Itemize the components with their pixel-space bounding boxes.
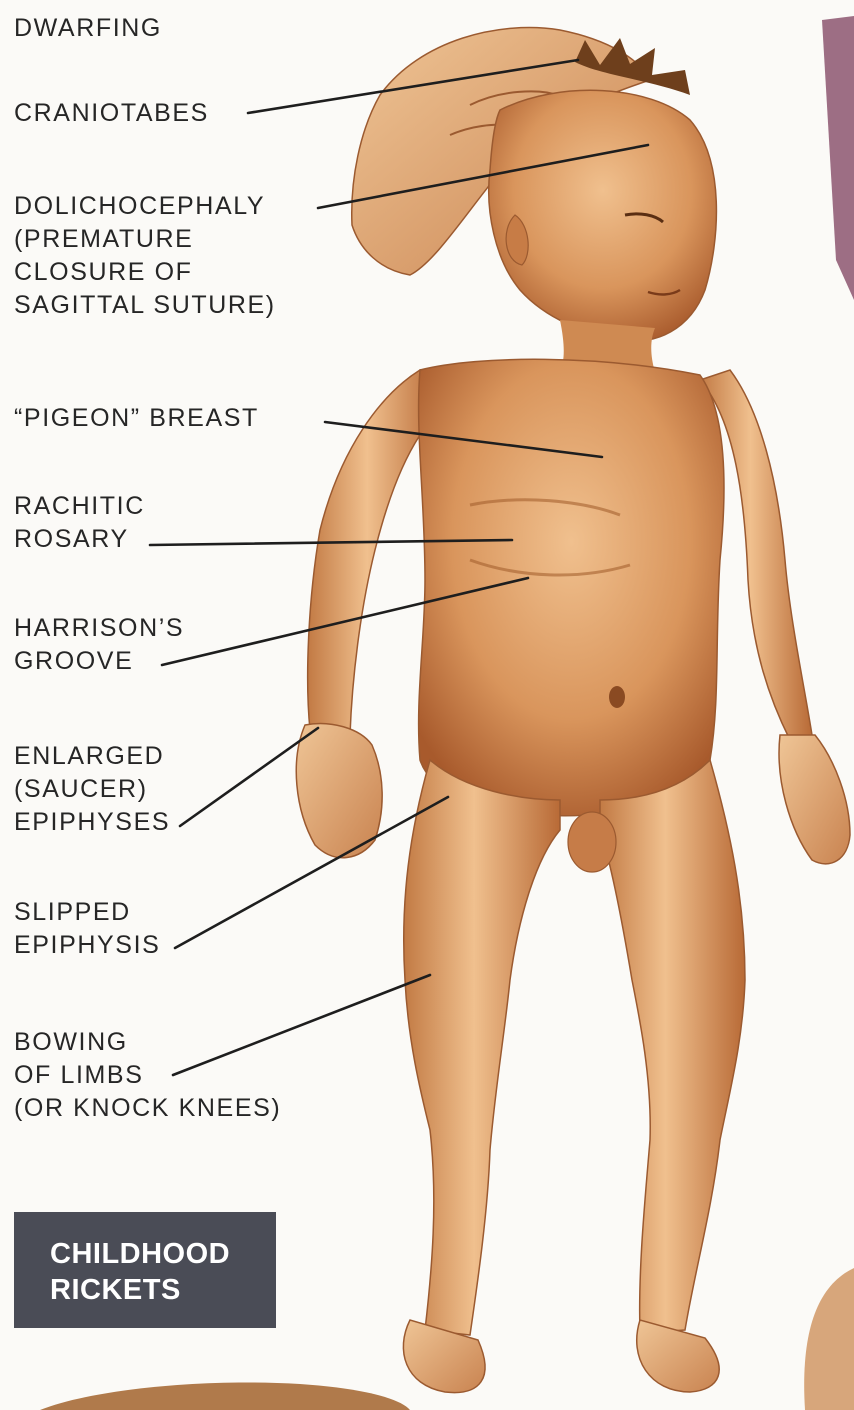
label-rachitic-rosary: RACHITIC ROSARY xyxy=(14,490,145,556)
figure-title: CHILDHOOD RICKETS xyxy=(50,1236,230,1308)
label-pigeon-breast: “PIGEON” BREAST xyxy=(14,402,259,435)
label-dolichocephaly: DOLICHOCEPHALY (PREMATURE CLOSURE OF SAG… xyxy=(14,190,276,322)
label-bowing-of-limbs: BOWING OF LIMBS (OR KNOCK KNEES) xyxy=(14,1026,281,1125)
label-slipped-epiphysis: SLIPPED EPIPHYSIS xyxy=(14,896,160,962)
label-enlarged-epiphyses: ENLARGED (SAUCER) EPIPHYSES xyxy=(14,740,170,839)
label-harrisons-groove: HARRISON’S GROOVE xyxy=(14,612,184,678)
label-dwarfing: DWARFING xyxy=(14,12,162,45)
title-box: CHILDHOOD RICKETS xyxy=(14,1212,276,1328)
label-craniotabes: CRANIOTABES xyxy=(14,97,209,130)
